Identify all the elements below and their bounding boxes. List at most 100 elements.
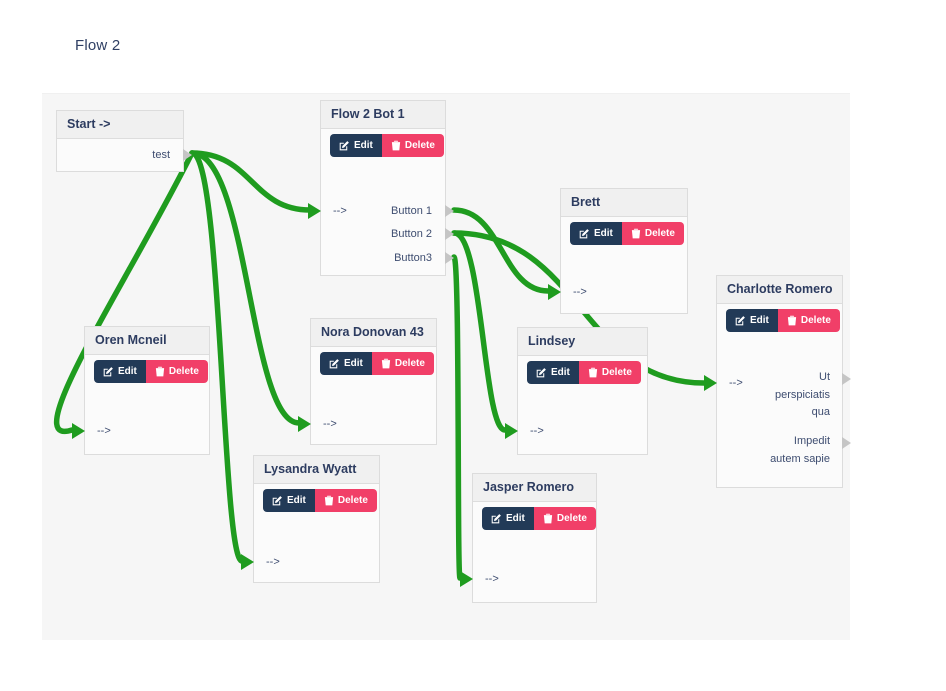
node-title: Lindsey — [518, 328, 647, 356]
edit-button[interactable]: Edit — [94, 360, 146, 383]
input-port-row[interactable]: --> — [72, 422, 209, 440]
output-port-row-button2[interactable]: Button 2 — [321, 225, 454, 243]
output-port-row-impedit[interactable]: Impedit autem sapie — [762, 433, 851, 468]
delete-button[interactable]: Delete — [777, 309, 840, 332]
trash-icon — [543, 513, 553, 524]
edit-button-label: Edit — [750, 315, 769, 326]
input-label: --> — [485, 573, 499, 585]
edit-button-label: Edit — [118, 366, 137, 377]
node-title: Flow 2 Bot 1 — [321, 101, 445, 129]
output-label: Button 2 — [391, 228, 432, 240]
node-title: Oren Mcneil — [85, 327, 209, 355]
node-actions: Edit Delete — [527, 361, 641, 384]
connection-arrowhead-icon — [548, 284, 561, 300]
delete-button[interactable]: Delete — [145, 360, 208, 383]
edit-button[interactable]: Edit — [482, 507, 534, 530]
trash-icon — [391, 140, 401, 151]
delete-button[interactable]: Delete — [621, 222, 684, 245]
delete-button[interactable]: Delete — [533, 507, 596, 530]
pencil-square-icon — [103, 367, 113, 377]
triangle-right-icon[interactable] — [183, 149, 192, 161]
trash-icon — [631, 228, 641, 239]
delete-button[interactable]: Delete — [371, 352, 434, 375]
node-oren-mcneil[interactable]: Oren Mcneil Edit Delete --> — [72, 326, 210, 455]
connection-bot-button1-to-brett[interactable] — [451, 207, 551, 294]
edit-button-label: Edit — [287, 495, 306, 506]
delete-button[interactable]: Delete — [578, 361, 641, 384]
triangle-right-icon[interactable] — [842, 373, 851, 385]
node-title: Nora Donovan 43 — [311, 319, 436, 347]
node-nora-donovan[interactable]: Nora Donovan 43 Edit Delete --> — [298, 318, 437, 445]
edit-button[interactable]: Edit — [330, 134, 382, 157]
edit-button[interactable]: Edit — [726, 309, 778, 332]
pencil-square-icon — [536, 368, 546, 378]
output-label: Impedit autem sapie — [770, 435, 830, 465]
node-flow2bot1[interactable]: Flow 2 Bot 1 Edit Delete --> Button 1 Bu… — [308, 100, 454, 276]
trash-icon — [155, 366, 165, 377]
edit-button[interactable]: Edit — [320, 352, 372, 375]
node-actions: Edit Delete — [570, 222, 684, 245]
delete-button-label: Delete — [404, 140, 435, 151]
input-label: --> — [323, 418, 337, 430]
input-label: --> — [266, 556, 280, 568]
triangle-right-icon[interactable] — [842, 437, 851, 449]
connection-arrowhead-icon — [298, 416, 311, 432]
connection-bot-button3-to-jasper[interactable] — [451, 254, 463, 581]
node-title: Charlotte Romero — [717, 276, 842, 304]
triangle-right-icon[interactable] — [445, 205, 454, 217]
flow-title: Flow 2 — [75, 37, 121, 54]
connection-arrowhead-icon — [505, 423, 518, 439]
delete-button[interactable]: Delete — [381, 134, 444, 157]
output-port-row-button1[interactable]: Button 1 — [321, 202, 454, 220]
input-port-row[interactable]: --> — [308, 202, 445, 220]
input-label: --> — [530, 425, 544, 437]
connection-bot-button2-to-lindsey[interactable] — [451, 230, 508, 433]
delete-button[interactable]: Delete — [314, 489, 377, 512]
pencil-square-icon — [579, 229, 589, 239]
node-actions: Edit Delete — [330, 134, 444, 157]
triangle-right-icon[interactable] — [445, 252, 454, 264]
delete-button-label: Delete — [601, 367, 632, 378]
connection-arrowhead-icon — [241, 554, 254, 570]
node-lindsey[interactable]: Lindsey Edit Delete --> — [505, 327, 648, 455]
delete-button-label: Delete — [644, 228, 675, 239]
edit-button[interactable]: Edit — [263, 489, 315, 512]
output-label: Button 1 — [391, 205, 432, 217]
edit-button-label: Edit — [594, 228, 613, 239]
input-port-row[interactable]: --> — [548, 283, 687, 301]
delete-button-label: Delete — [556, 513, 587, 524]
trash-icon — [381, 358, 391, 369]
node-charlotte-romero[interactable]: Charlotte Romero Edit Delete --> Ut pers… — [704, 275, 851, 488]
node-title: Jasper Romero — [473, 474, 596, 502]
trash-icon — [588, 367, 598, 378]
input-label: --> — [729, 377, 743, 389]
connection-start-test-to-nora[interactable] — [189, 150, 302, 426]
output-port-row-ut[interactable]: Ut perspiciatis qua — [762, 369, 851, 422]
output-port-row-test[interactable]: test — [57, 146, 192, 164]
edit-button[interactable]: Edit — [570, 222, 622, 245]
input-port-row[interactable]: --> — [505, 422, 647, 440]
delete-button-label: Delete — [337, 495, 368, 506]
input-label: --> — [573, 286, 587, 298]
node-actions: Edit Delete — [482, 507, 596, 530]
pencil-square-icon — [329, 359, 339, 369]
node-lysandra-wyatt[interactable]: Lysandra Wyatt Edit Delete --> — [241, 455, 380, 583]
edit-button-label: Edit — [506, 513, 525, 524]
node-start[interactable]: Start -> test — [56, 110, 192, 172]
input-port-row[interactable]: --> — [298, 415, 436, 433]
node-jasper-romero[interactable]: Jasper Romero Edit Delete --> — [460, 473, 597, 603]
output-port-row-button3[interactable]: Button3 — [321, 249, 454, 267]
input-port-row[interactable]: --> — [704, 374, 842, 392]
node-title: Lysandra Wyatt — [254, 456, 379, 484]
connection-arrowhead-icon — [72, 423, 85, 439]
edit-button[interactable]: Edit — [527, 361, 579, 384]
connection-start-test-to-bot[interactable] — [189, 150, 313, 213]
node-brett[interactable]: Brett Edit Delete --> — [548, 188, 688, 314]
connection-start-test-to-lysandra[interactable] — [189, 150, 245, 564]
input-port-row[interactable]: --> — [241, 553, 379, 571]
input-port-row[interactable]: --> — [460, 570, 596, 588]
pencil-square-icon — [339, 141, 349, 151]
triangle-right-icon[interactable] — [445, 228, 454, 240]
connection-arrowhead-icon — [308, 203, 321, 219]
